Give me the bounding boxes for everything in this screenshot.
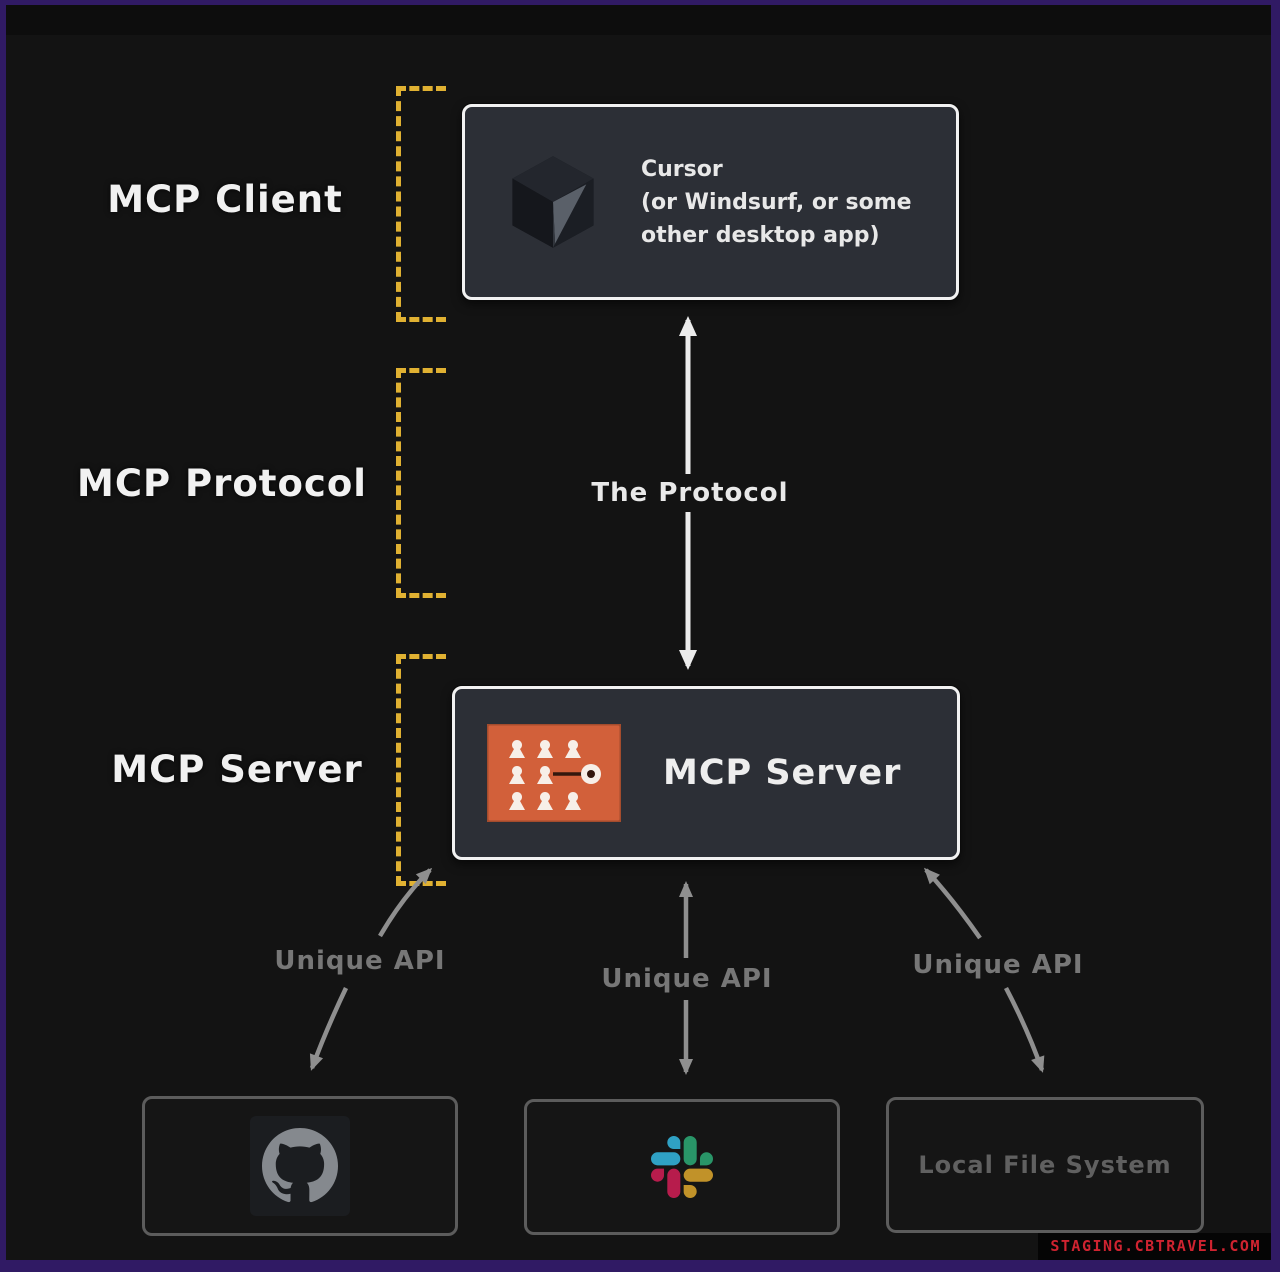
server-box-title: MCP Server (663, 753, 902, 793)
tier-label-mcp-protocol: MCP Protocol (77, 462, 367, 505)
integration-box-github (142, 1096, 458, 1236)
mcp-client-box: Cursor (or Windsurf, or some other deskt… (462, 104, 959, 300)
staging-watermark: STAGING.CBTRAVEL.COM (1038, 1233, 1271, 1260)
unique-api-arrows (309, 867, 1045, 1075)
client-box-text: Cursor (or Windsurf, or some other deskt… (641, 153, 912, 252)
mcp-server-box: MCP Server (452, 686, 960, 860)
client-subtitle-line1: (or Windsurf, or some (641, 189, 912, 215)
unique-api-label-left: Unique API (274, 946, 446, 976)
tier-label-mcp-server: MCP Server (111, 748, 363, 791)
protocol-bracket (396, 368, 447, 598)
integration-box-local-file-system: Local File System (886, 1097, 1204, 1233)
protocol-double-arrow (679, 316, 697, 670)
slack-icon (651, 1136, 713, 1198)
client-bracket (396, 86, 447, 322)
protocol-arrow-label: The Protocol (591, 478, 789, 508)
github-logo-backdrop (250, 1116, 350, 1216)
mcp-server-chess-icon (487, 724, 621, 822)
unique-api-label-right: Unique API (912, 950, 1084, 980)
integration-box-slack (524, 1099, 840, 1235)
client-subtitle-line2: other desktop app) (641, 222, 880, 248)
cursor-cube-icon (501, 150, 605, 254)
local-file-system-label: Local File System (918, 1151, 1172, 1179)
client-app-name: Cursor (641, 156, 723, 182)
unique-api-label-middle: Unique API (601, 964, 773, 994)
github-octocat-icon (262, 1128, 338, 1204)
tier-label-mcp-client: MCP Client (107, 178, 343, 221)
